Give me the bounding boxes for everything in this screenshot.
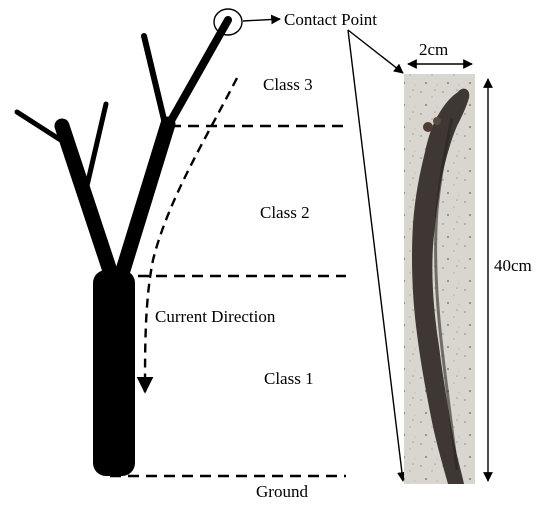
class1-label: Class 1 xyxy=(264,369,314,388)
ground-label: Ground xyxy=(256,482,308,501)
tree-trunk xyxy=(93,270,135,476)
class2-label: Class 2 xyxy=(260,203,310,222)
right-main-branch xyxy=(112,116,176,288)
right-left-twig xyxy=(141,33,169,131)
projection-line-bottom xyxy=(347,29,407,482)
contact-point-arrow xyxy=(242,14,281,25)
current-direction-label: Current Direction xyxy=(155,307,276,326)
height-label: 40cm xyxy=(494,256,532,275)
projection-line-top xyxy=(347,29,404,74)
class3-label: Class 3 xyxy=(263,75,313,94)
current-direction-arrow xyxy=(136,77,239,394)
branch-photo xyxy=(404,74,475,484)
contact-point-circle xyxy=(213,8,243,36)
branch-knob xyxy=(433,117,441,125)
branch-stick xyxy=(412,88,470,484)
left-inner-twig xyxy=(83,101,109,193)
contact-point-label: Contact Point xyxy=(284,10,377,29)
branch-knob xyxy=(423,122,433,132)
left-outer-twig xyxy=(14,109,73,149)
branch-shadow xyxy=(434,117,459,471)
width-label: 2cm xyxy=(419,40,448,59)
right-top-twig xyxy=(164,16,232,130)
left-main-branch xyxy=(54,118,121,288)
